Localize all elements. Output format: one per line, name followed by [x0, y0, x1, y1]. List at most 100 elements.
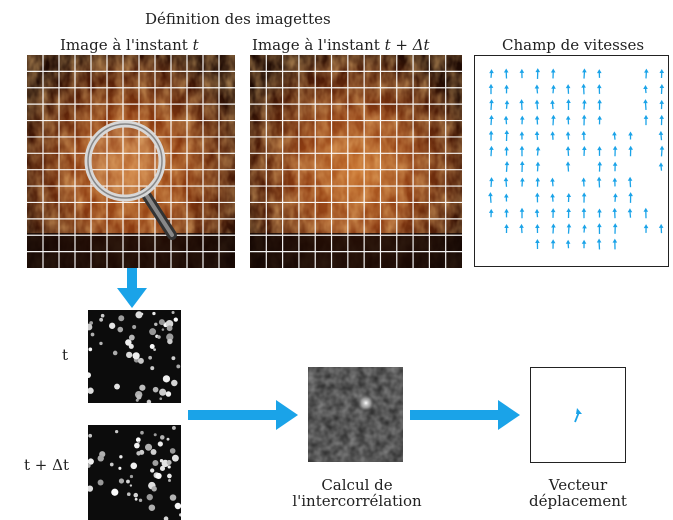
particle — [152, 311, 156, 316]
velocity-vector — [565, 146, 571, 156]
velocity-vector — [565, 115, 571, 125]
flame-image-t-svg — [27, 55, 235, 268]
velocity-vector — [519, 145, 525, 157]
velocity-vector — [488, 83, 494, 95]
velocity-vector — [659, 145, 665, 157]
velocity-vector — [535, 192, 540, 203]
particle — [171, 379, 178, 387]
right-arrow-icon — [188, 400, 298, 430]
velocity-vector — [504, 84, 509, 94]
velocity-vector — [550, 99, 555, 110]
particle — [88, 458, 94, 465]
particle — [149, 328, 157, 336]
particle — [111, 488, 119, 496]
velocity-vector — [520, 177, 525, 187]
particle-window-tdt — [88, 425, 181, 520]
particle — [166, 437, 170, 441]
velocity-vector — [519, 207, 525, 219]
particle — [168, 479, 171, 482]
particle — [166, 460, 172, 465]
velocity-vector — [628, 192, 633, 203]
particle — [167, 473, 172, 479]
velocity-vector — [534, 99, 540, 110]
velocity-vector — [489, 69, 494, 78]
particle — [136, 394, 142, 400]
velocity-vector — [597, 223, 602, 234]
particle — [160, 435, 165, 440]
velocity-vector — [612, 161, 618, 172]
particle — [97, 479, 104, 486]
particle — [108, 322, 116, 329]
velocity-vector — [503, 115, 509, 125]
particle — [88, 387, 94, 394]
velocity-vector — [535, 223, 540, 234]
image-tdt-title-text: Image à l'instant — [252, 36, 380, 54]
image-tdt-title-var: t + Δt — [384, 36, 430, 54]
velocity-vector — [566, 207, 571, 219]
particle — [118, 315, 125, 322]
velocity-vector — [643, 207, 649, 219]
particle — [159, 388, 167, 396]
velocity-vector — [551, 84, 556, 94]
particle — [129, 484, 133, 487]
correlation-caption-line2: l'intercorrélation — [292, 492, 422, 510]
particle — [165, 320, 174, 328]
velocity-vector — [582, 99, 587, 110]
particle — [133, 492, 139, 498]
particle — [157, 335, 161, 339]
velocity-vector — [658, 130, 664, 141]
velocity-vector — [565, 84, 571, 94]
particle — [90, 332, 95, 337]
velocity-vector — [581, 239, 587, 249]
velocity-vector — [519, 161, 525, 173]
velocity-vector — [534, 115, 540, 125]
velocity-vector — [612, 177, 618, 187]
velocity-vector — [534, 208, 540, 218]
velocity-vector — [612, 223, 618, 234]
velocity-vector — [582, 146, 587, 157]
particle — [99, 317, 104, 322]
vector-caption-line2: déplacement — [529, 492, 627, 510]
velocity-vector — [658, 223, 664, 234]
particle — [132, 352, 140, 360]
velocity-vector — [596, 84, 602, 94]
velocity-field-title: Champ de vitesses — [502, 36, 645, 54]
particle — [128, 334, 135, 341]
velocity-vector — [596, 238, 602, 250]
particle — [88, 323, 93, 331]
velocity-vector — [550, 68, 556, 79]
diagram-title: Définition des imagettes — [145, 10, 331, 28]
velocity-vector — [659, 69, 665, 79]
particle — [166, 325, 173, 332]
particle — [167, 338, 173, 345]
velocity-vector — [550, 177, 555, 187]
particle — [159, 459, 164, 463]
particle — [126, 492, 131, 497]
velocity-vector — [628, 131, 633, 140]
velocity-vector — [643, 224, 649, 233]
velocity-vector — [535, 146, 541, 156]
velocity-vector — [597, 99, 602, 110]
particle — [179, 513, 181, 517]
velocity-vector — [582, 224, 587, 233]
particle — [162, 375, 171, 383]
particle — [158, 319, 165, 326]
velocity-vector — [659, 114, 665, 126]
particle — [173, 317, 178, 322]
velocity-vector — [659, 99, 665, 110]
particle — [88, 485, 94, 492]
label-t-dt: t + Δt — [24, 456, 69, 474]
velocity-vector — [643, 114, 649, 126]
label-t: t — [62, 346, 69, 364]
particle — [152, 459, 159, 466]
velocity-vector — [565, 161, 571, 172]
particle — [109, 462, 114, 467]
particle — [171, 425, 176, 430]
particle — [153, 433, 157, 437]
particle — [137, 441, 140, 444]
particle — [153, 348, 156, 351]
particle-window-tdt-svg — [88, 425, 181, 520]
velocity-vector — [566, 99, 571, 110]
velocity-vector — [581, 177, 586, 187]
particle — [169, 494, 177, 501]
